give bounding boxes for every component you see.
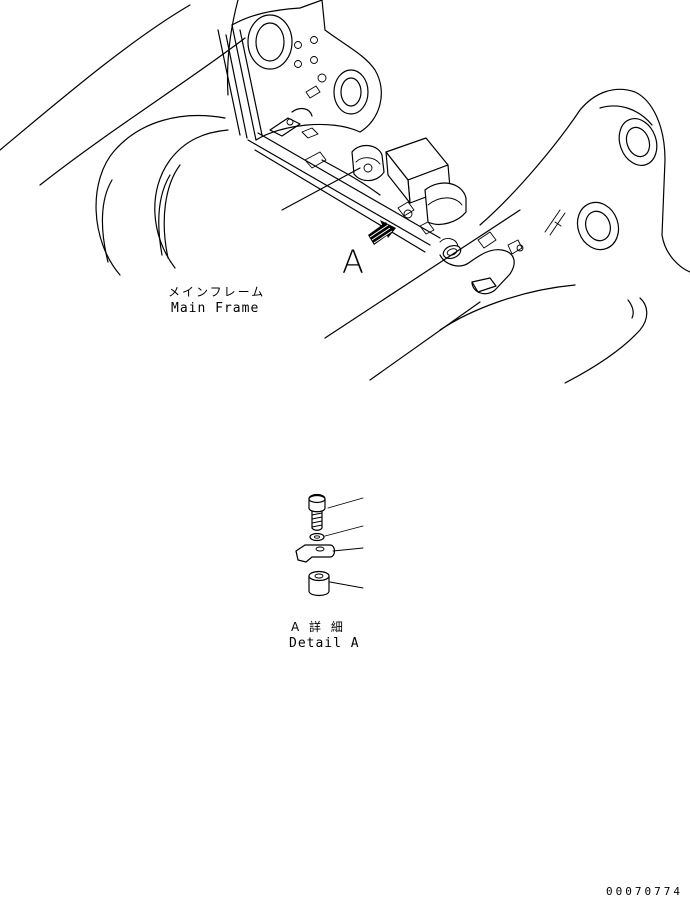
bolt-part — [309, 495, 363, 531]
detail-a-label-en: Detail A — [289, 636, 360, 651]
main-frame-illustration — [0, 0, 690, 383]
clip-part — [296, 545, 363, 562]
detail-a-label-jp: A 詳 細 — [291, 620, 346, 634]
view-a-callout: A — [342, 243, 364, 281]
washer-part — [310, 526, 363, 541]
main-frame-label-en: Main Frame — [171, 301, 260, 316]
detail-a-illustration — [296, 495, 363, 596]
document-number: 00070774 — [606, 885, 683, 897]
collar-part — [309, 572, 363, 596]
main-frame-label-jp: メインフレーム — [168, 285, 266, 299]
